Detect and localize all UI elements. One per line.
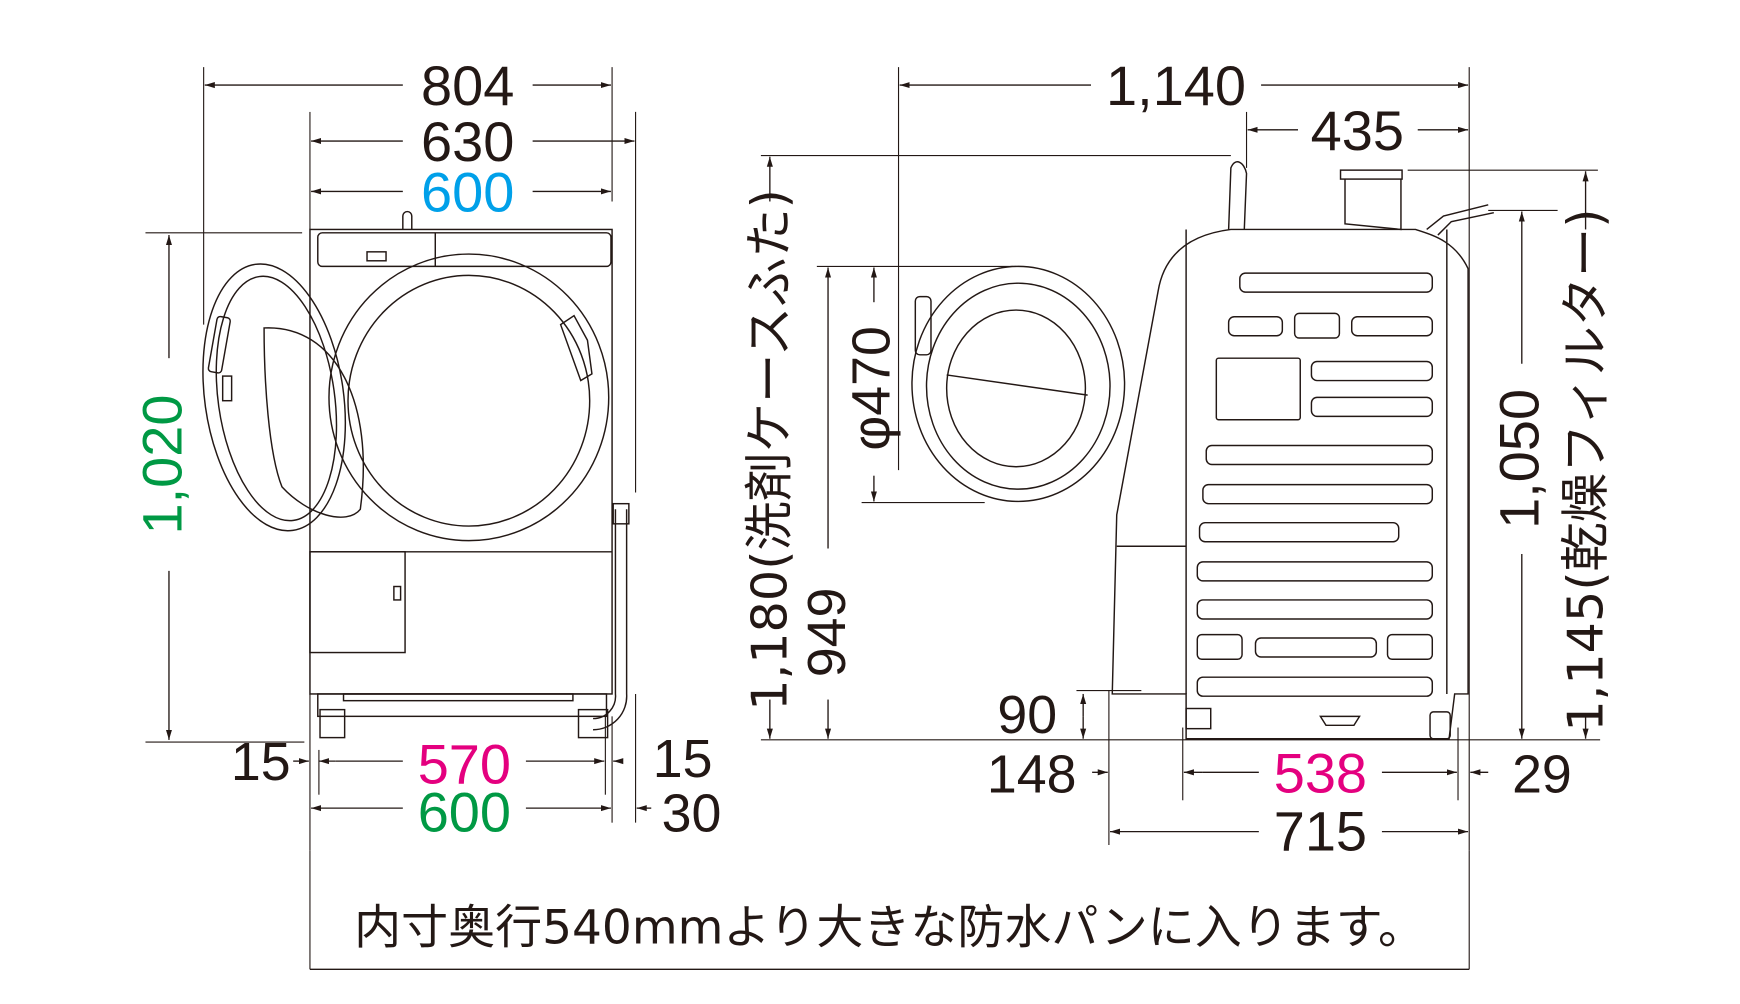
detergent-lid <box>1227 161 1248 230</box>
drum-inner <box>347 274 591 527</box>
dimension-height-dry-filter: 1,145(乾燥フィルター) <box>1556 209 1614 732</box>
open-door <box>202 263 347 532</box>
water-inlet <box>402 210 413 230</box>
dimension-rear-offset: 29 <box>1512 744 1572 804</box>
dimension-overall-width: 804 <box>421 54 514 117</box>
dimension-front-offset: 148 <box>987 744 1077 804</box>
door-handle-side <box>914 295 932 356</box>
dimension-height-body: 1,050 <box>1488 389 1551 529</box>
right-foot <box>577 708 609 739</box>
note-box: 内寸奥行540mmより大きな防水パンに入ります。 <box>309 850 1470 971</box>
dimension-foot-depth-span: 538 <box>1274 741 1367 804</box>
door-handle <box>207 315 231 374</box>
top-panel <box>317 232 612 268</box>
machine-body <box>309 228 613 695</box>
dimension-body-width-top: 630 <box>421 110 514 173</box>
left-foot <box>319 708 346 739</box>
dimension-door-center-height: 949 <box>797 588 857 678</box>
side-vents <box>1196 272 1434 697</box>
side-view: 1,140 435 φ470 1,180(洗剤ケースふた) 949 1,050 … <box>741 54 1615 862</box>
dimension-rear-to-filter: 435 <box>1311 99 1404 162</box>
dimension-foot-span: 570 <box>418 732 511 795</box>
dimension-height: 1,020 <box>130 395 193 535</box>
dimension-body-width: 600 <box>421 161 514 224</box>
dimension-height-detergent-lid: 1,180(洗剤ケースふた) <box>741 189 799 711</box>
front-view: 804 630 600 1,020 <box>130 54 722 851</box>
dry-filter <box>1339 169 1403 180</box>
dimension-hose-offset: 30 <box>662 784 722 844</box>
drum-outer <box>328 253 610 542</box>
note-text: 内寸奥行540mmより大きな防水パンに入ります。 <box>354 901 1425 956</box>
front-foot <box>1185 707 1212 730</box>
door-glass <box>263 327 364 518</box>
dimension-right-offset: 15 <box>653 729 713 789</box>
dimension-floor-clearance: 90 <box>997 685 1057 745</box>
drain-hose <box>593 509 617 720</box>
dimension-body-depth: 715 <box>1274 800 1367 863</box>
dimension-overall-depth: 1,140 <box>1106 54 1246 117</box>
open-door-side <box>911 265 1126 503</box>
dimension-door-diameter: φ470 <box>842 326 902 450</box>
detergent-case <box>366 251 387 262</box>
base <box>317 693 608 718</box>
rear-foot <box>1429 711 1451 740</box>
filter-cover <box>309 551 406 654</box>
dimension-left-offset: 15 <box>231 732 291 792</box>
dimension-base-width: 600 <box>418 781 511 844</box>
